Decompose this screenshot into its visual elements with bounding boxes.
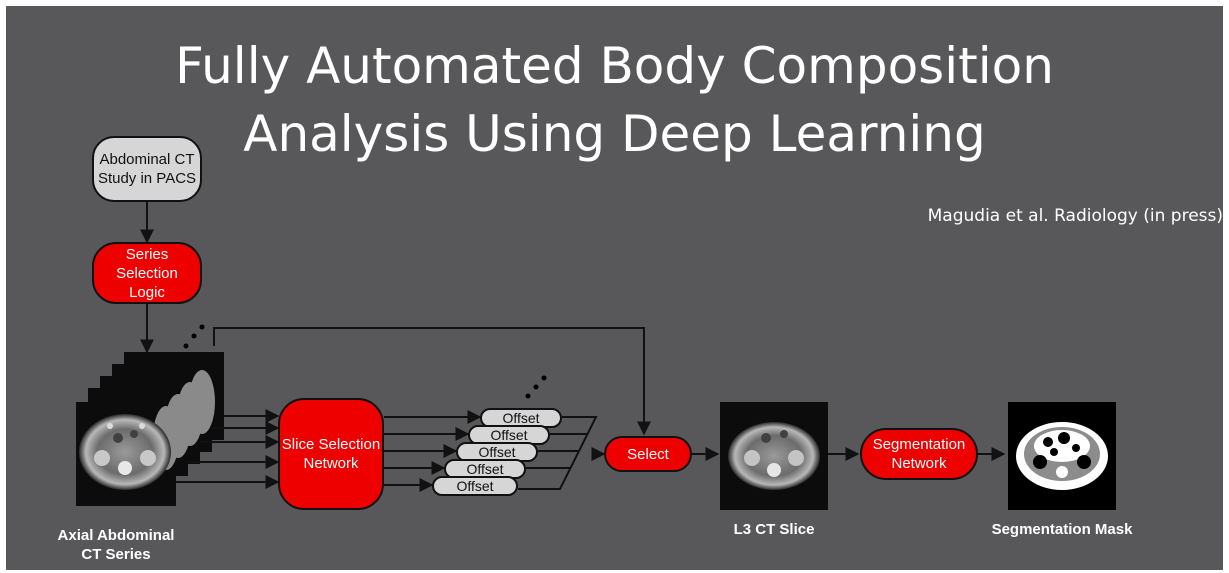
l3-slice-label: L3 CT Slice bbox=[733, 521, 815, 538]
ellipsis-dot bbox=[199, 324, 205, 330]
offset-box: Offset bbox=[456, 442, 538, 462]
offset-box: Offset bbox=[432, 476, 518, 496]
segmentation-mask-image bbox=[1008, 402, 1116, 510]
pacs-study-node: Abdominal CT Study in PACS bbox=[92, 136, 202, 202]
axial-series-label: Axial Abdominal CT Series bbox=[57, 527, 175, 563]
offset-merge-line bbox=[518, 416, 598, 490]
arrow-stack-to-select bbox=[213, 327, 651, 436]
ellipsis-dot bbox=[533, 384, 539, 390]
ellipsis-dot bbox=[183, 343, 189, 349]
ct-abdomen-image bbox=[79, 414, 171, 490]
ellipsis-dot bbox=[191, 333, 197, 339]
series-selection-logic-node: Series Selection Logic bbox=[92, 242, 202, 304]
title-line-2: Analysis Using Deep Learning bbox=[243, 105, 986, 163]
offset-box: Offset bbox=[444, 459, 526, 479]
ellipsis-dot bbox=[541, 375, 547, 381]
title-line-1: Fully Automated Body Composition bbox=[175, 37, 1054, 95]
segmentation-network-node: Segmentation Network bbox=[860, 428, 978, 480]
l3-ct-slice-image bbox=[720, 402, 828, 510]
ct-stack bbox=[76, 352, 224, 506]
slice-selection-network-node: Slice Selection Network bbox=[278, 398, 384, 510]
flow-diagram bbox=[76, 202, 1116, 510]
ellipsis-dot bbox=[525, 393, 531, 399]
citation: Magudia et al. Radiology (in press) bbox=[927, 206, 1223, 226]
segmentation-mask-label: Segmentation Mask bbox=[991, 521, 1133, 538]
select-node: Select bbox=[604, 436, 692, 472]
slide: Fully Automated Body Composition Analysi… bbox=[6, 6, 1223, 570]
